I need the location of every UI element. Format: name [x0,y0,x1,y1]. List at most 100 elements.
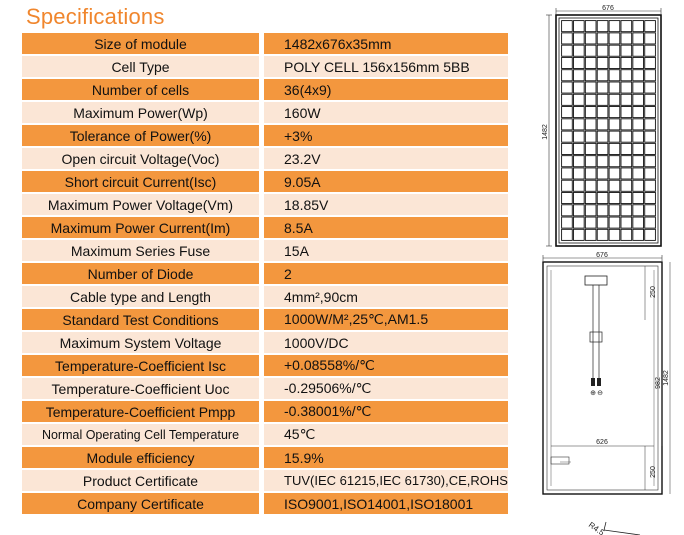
solar-cell [573,204,585,217]
column-divider [259,33,264,54]
solar-cell [632,179,644,192]
solar-cell [632,228,644,241]
spec-value: TUV(IEC 61215,IEC 61730),CE,ROHS [264,470,508,491]
solar-cell [644,155,656,168]
spec-value: POLY CELL 156x156mm 5BB [264,56,508,77]
solar-cell [584,20,597,33]
solar-cell [608,69,621,82]
spec-value: 15.9% [264,447,508,468]
radius-label: R4.5 [587,520,606,535]
solar-cell [620,106,633,119]
spec-value: 23.2V [264,148,508,169]
solar-cell [644,167,656,180]
solar-cell [632,93,644,106]
solar-cell [608,44,621,57]
solar-cell [561,69,573,82]
solar-cell [596,228,609,241]
spec-label: Product Certificate [22,470,259,491]
spec-label: Maximum Power Voltage(Vm) [22,194,259,215]
solar-cell [596,130,609,143]
solar-cell [596,93,609,106]
solar-cell [584,167,597,180]
mounting-hole-detail: R4.5 [587,520,641,535]
solar-cell [608,20,621,33]
column-divider [259,286,264,307]
column-divider [259,332,264,353]
positive-terminal-icon: ⊕ [590,390,596,397]
solar-cell [561,179,573,192]
spec-label: Cell Type [22,56,259,77]
solar-cell [561,44,573,57]
solar-cell [644,81,656,94]
solar-cell [596,155,609,168]
column-divider [259,79,264,100]
page-title: Specifications [26,4,165,29]
solar-cell [596,20,609,33]
spec-label: Cable type and Length [22,286,259,307]
spec-label: Normal Operating Cell Temperature [22,424,259,445]
spec-label: Number of Diode [22,263,259,284]
table-row: Maximum Power(Wp)160W [22,102,508,123]
solar-cell [632,130,644,143]
solar-cell [573,32,585,45]
column-divider [259,148,264,169]
solar-cell [584,81,597,94]
solar-cell [644,192,656,205]
spec-value: 18.85V [264,194,508,215]
solar-cell [584,32,597,45]
column-divider [259,125,264,146]
spec-value: +3% [264,125,508,146]
spec-label: Maximum Power(Wp) [22,102,259,123]
solar-cell [596,204,609,217]
column-divider [259,194,264,215]
solar-cell [632,56,644,69]
solar-cell [561,106,573,119]
spec-label: Maximum Series Fuse [22,240,259,261]
solar-cell [608,118,621,131]
solar-cell [596,32,609,45]
column-divider [259,493,264,514]
solar-cell [584,192,597,205]
column-divider [259,447,264,468]
front-width-label: 676 [602,5,614,12]
solar-cell [632,106,644,119]
solar-cell [608,106,621,119]
solar-cell [561,204,573,217]
solar-cell [644,56,656,69]
solar-cell [632,192,644,205]
solar-cell [644,118,656,131]
spec-label: Maximum System Voltage [22,332,259,353]
table-row: Short circuit Current(Isc)9.05A [22,171,508,192]
spec-label: Temperature-Coefficient Isc [22,355,259,376]
solar-cell [608,155,621,168]
solar-cell [573,106,585,119]
spec-value: ISO9001,ISO14001,ISO18001 [264,493,508,514]
spec-label: Open circuit Voltage(Voc) [22,148,259,169]
solar-cell [584,142,597,155]
solar-cell [608,216,621,229]
table-row: Temperature-Coefficient Isc+0.08558%/℃ [22,355,508,376]
column-divider [259,102,264,123]
solar-cell [596,179,609,192]
solar-cell [573,130,585,143]
solar-cell [573,216,585,229]
spec-label: Module efficiency [22,447,259,468]
solar-cell [584,93,597,106]
spec-value: -0.38001%/℃ [264,401,508,422]
solar-cell [608,130,621,143]
solar-cell [620,93,633,106]
column-divider [259,424,264,445]
column-divider [259,171,264,192]
solar-cell [573,69,585,82]
solar-cell [644,228,656,241]
solar-cell [608,228,621,241]
solar-cell [573,20,585,33]
solar-cell [573,167,585,180]
front-height-label: 1482 [542,124,549,140]
solar-cell [573,142,585,155]
solar-cell [644,69,656,82]
column-divider [259,217,264,238]
